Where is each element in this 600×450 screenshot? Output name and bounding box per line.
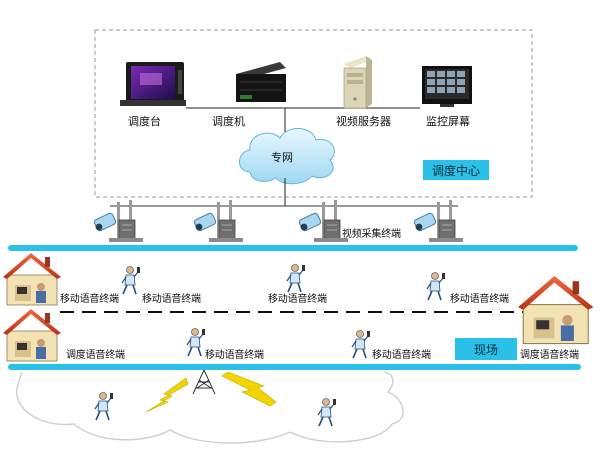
house-terminal-icon	[3, 309, 61, 362]
dispatch-terminal-label: 调度语音终端	[66, 350, 125, 361]
dispatch-server-icon	[236, 62, 286, 102]
device-label-monitor: 监控屏幕	[426, 115, 470, 128]
mobile-user-icon	[426, 272, 445, 301]
device-label-dispatcher: 调度机	[212, 115, 245, 128]
video-terminal-label: 视频采集终端	[342, 229, 401, 240]
mobile-user-icon	[121, 266, 140, 295]
mobile-terminal-label: 移动语音终端	[60, 294, 119, 305]
private-network-cloud	[239, 128, 335, 185]
monitor-screen-icon	[422, 66, 472, 107]
field-cloud-outline	[16, 371, 404, 444]
lower-bus	[8, 364, 581, 370]
field-site-badge: 现场	[455, 338, 517, 360]
mobile-terminal-label: 移动语音终端	[205, 350, 264, 361]
dispatch-center-badge: 调度中心	[423, 160, 489, 180]
mobile-terminal-label: 移动语音终端	[450, 294, 509, 305]
network-label: 专网	[271, 151, 293, 164]
mobile-user-icon	[317, 398, 336, 427]
mobile-user-icon	[351, 330, 370, 359]
radio-tower-icon	[192, 369, 216, 395]
dispatch-terminal-label: 调度语音终端	[520, 350, 579, 361]
mobile-user-icon	[186, 328, 205, 357]
mobile-terminal-label: 移动语音终端	[372, 350, 431, 361]
camera-terminal-icon	[193, 200, 243, 242]
camera-terminal-icon	[93, 200, 143, 242]
mobile-terminal-label: 移动语音终端	[268, 294, 327, 305]
lightning-left	[145, 377, 189, 413]
mobile-terminal-label: 移动语音终端	[142, 294, 201, 305]
dispatch-console-icon	[120, 62, 186, 106]
device-label-console: 调度台	[128, 115, 161, 128]
lightning-right	[221, 371, 277, 407]
device-label-video-server: 视频服务器	[336, 115, 391, 128]
dispatch-center-frame	[94, 29, 533, 198]
upper-bus	[8, 245, 578, 251]
mobile-user-icon	[286, 264, 305, 293]
video-server-icon	[343, 56, 372, 109]
mobile-user-icon	[94, 392, 113, 421]
house-terminal-icon	[3, 253, 61, 306]
camera-terminal-icon	[413, 200, 463, 242]
camera-terminal-icon	[298, 200, 348, 242]
house-terminal-icon	[518, 276, 594, 345]
